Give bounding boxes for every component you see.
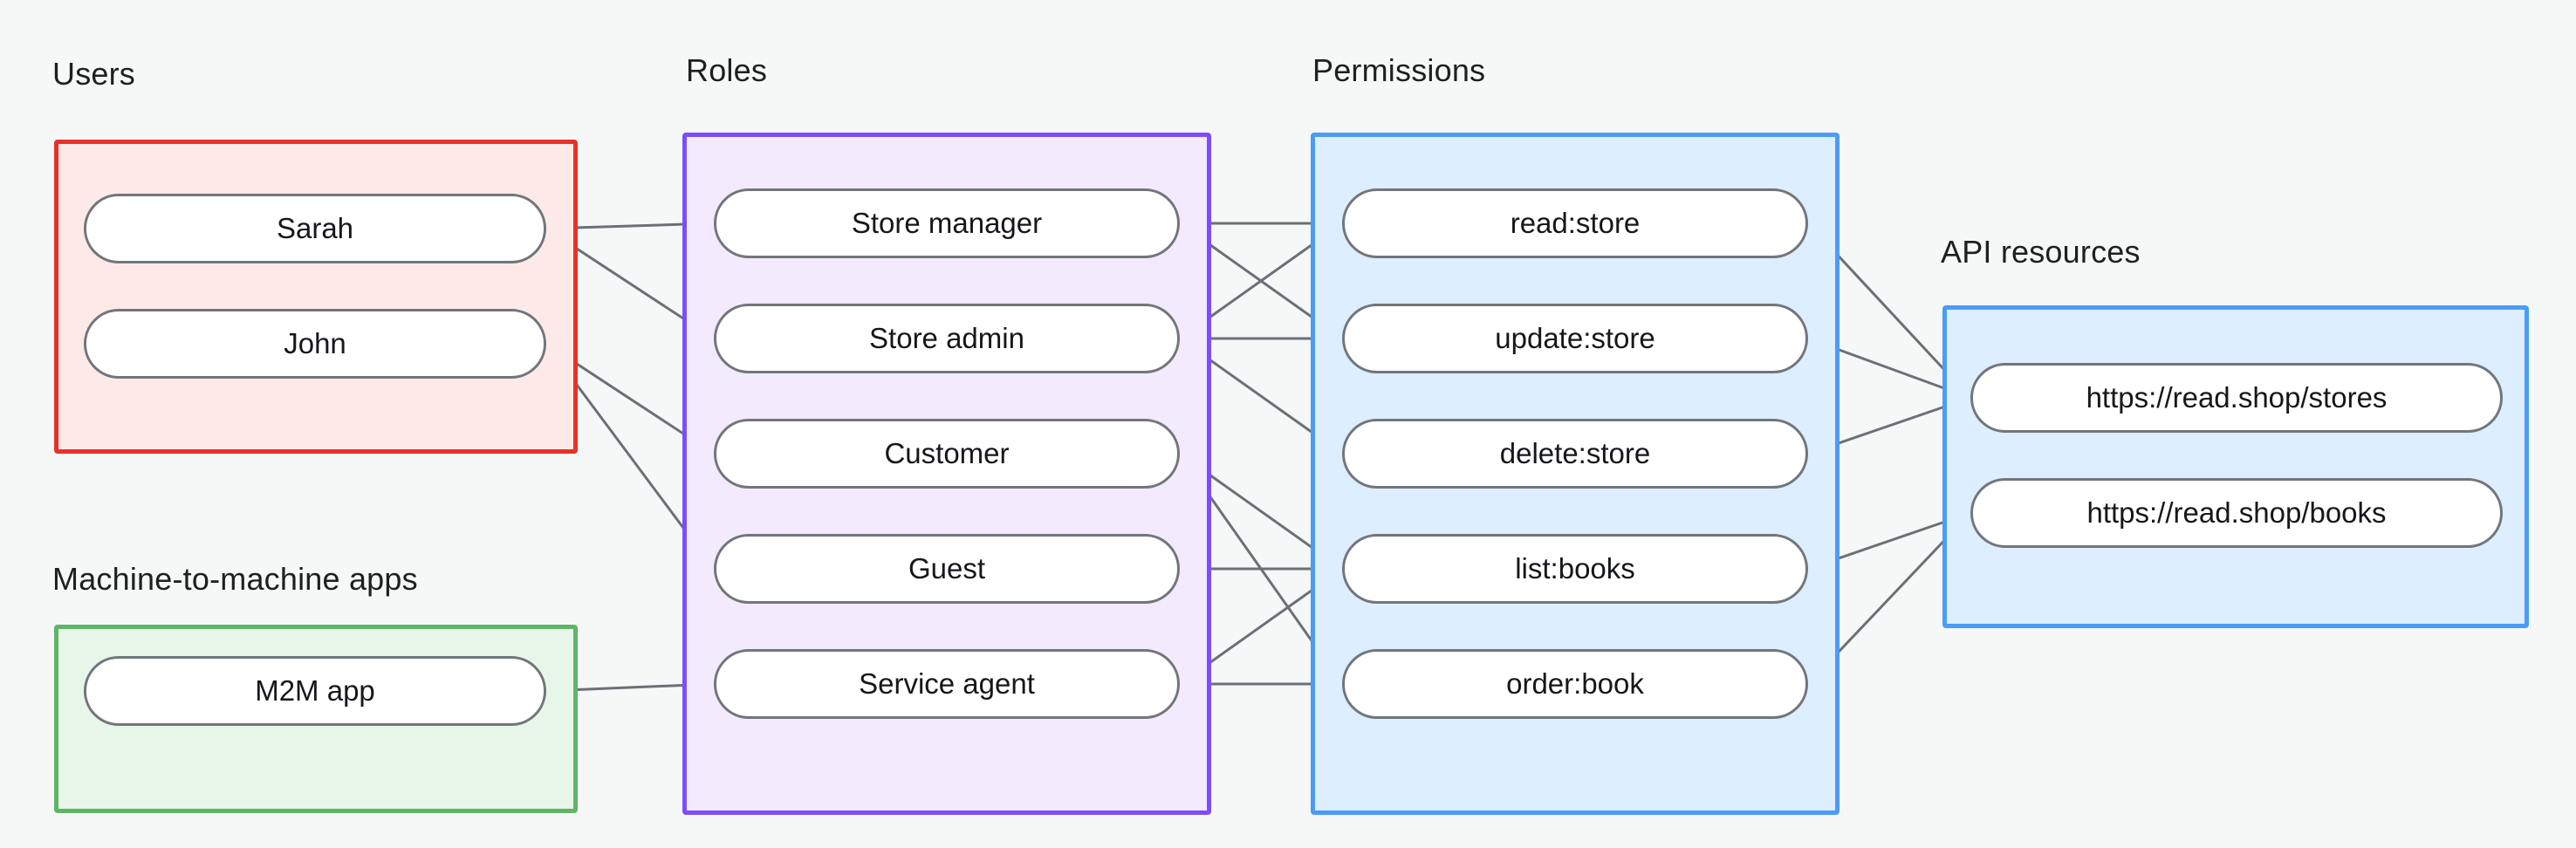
node-update-store[interactable]: update:store: [1342, 304, 1808, 373]
node-guest[interactable]: Guest: [714, 534, 1180, 604]
group-box-api: [1942, 305, 2529, 628]
node-label-customer: Customer: [884, 437, 1010, 469]
node-m2m-app[interactable]: M2M app: [84, 656, 546, 726]
node-label-sarah: Sarah: [276, 212, 354, 244]
node-res-books[interactable]: https://read.shop/books: [1970, 478, 2503, 548]
node-label-res-books: https://read.shop/books: [2086, 496, 2387, 529]
node-label-m2m-app: M2M app: [255, 674, 375, 707]
node-label-john: John: [284, 327, 346, 359]
group-label-users: Users: [52, 56, 136, 92]
group-label-api: API resources: [1941, 234, 2141, 270]
node-label-list-books: list:books: [1515, 552, 1635, 585]
group-label-permissions: Permissions: [1312, 52, 1486, 88]
node-label-res-stores: https://read.shop/stores: [2086, 381, 2388, 414]
node-label-update-store: update:store: [1495, 322, 1655, 354]
group-label-roles: Roles: [686, 52, 768, 88]
node-label-store-admin: Store admin: [869, 322, 1024, 354]
node-list-books[interactable]: list:books: [1342, 534, 1808, 604]
node-store-manager[interactable]: Store manager: [714, 188, 1180, 258]
node-sarah[interactable]: Sarah: [84, 194, 546, 263]
node-label-store-manager: Store manager: [851, 207, 1043, 239]
node-customer[interactable]: Customer: [714, 419, 1180, 489]
node-service-agent[interactable]: Service agent: [714, 649, 1180, 719]
node-label-order-book: order:book: [1506, 667, 1644, 700]
node-label-delete-store: delete:store: [1499, 437, 1651, 469]
group-box-users: [54, 140, 578, 454]
node-label-service-agent: Service agent: [859, 667, 1035, 700]
node-john[interactable]: John: [84, 309, 546, 379]
node-read-store[interactable]: read:store: [1342, 188, 1808, 258]
node-order-book[interactable]: order:book: [1342, 649, 1808, 719]
node-store-admin[interactable]: Store admin: [714, 304, 1180, 373]
node-label-guest: Guest: [908, 552, 986, 585]
node-res-stores[interactable]: https://read.shop/stores: [1970, 363, 2503, 433]
node-delete-store[interactable]: delete:store: [1342, 419, 1808, 489]
node-label-read-store: read:store: [1510, 207, 1641, 239]
group-label-m2m: Machine-to-machine apps: [52, 561, 418, 597]
